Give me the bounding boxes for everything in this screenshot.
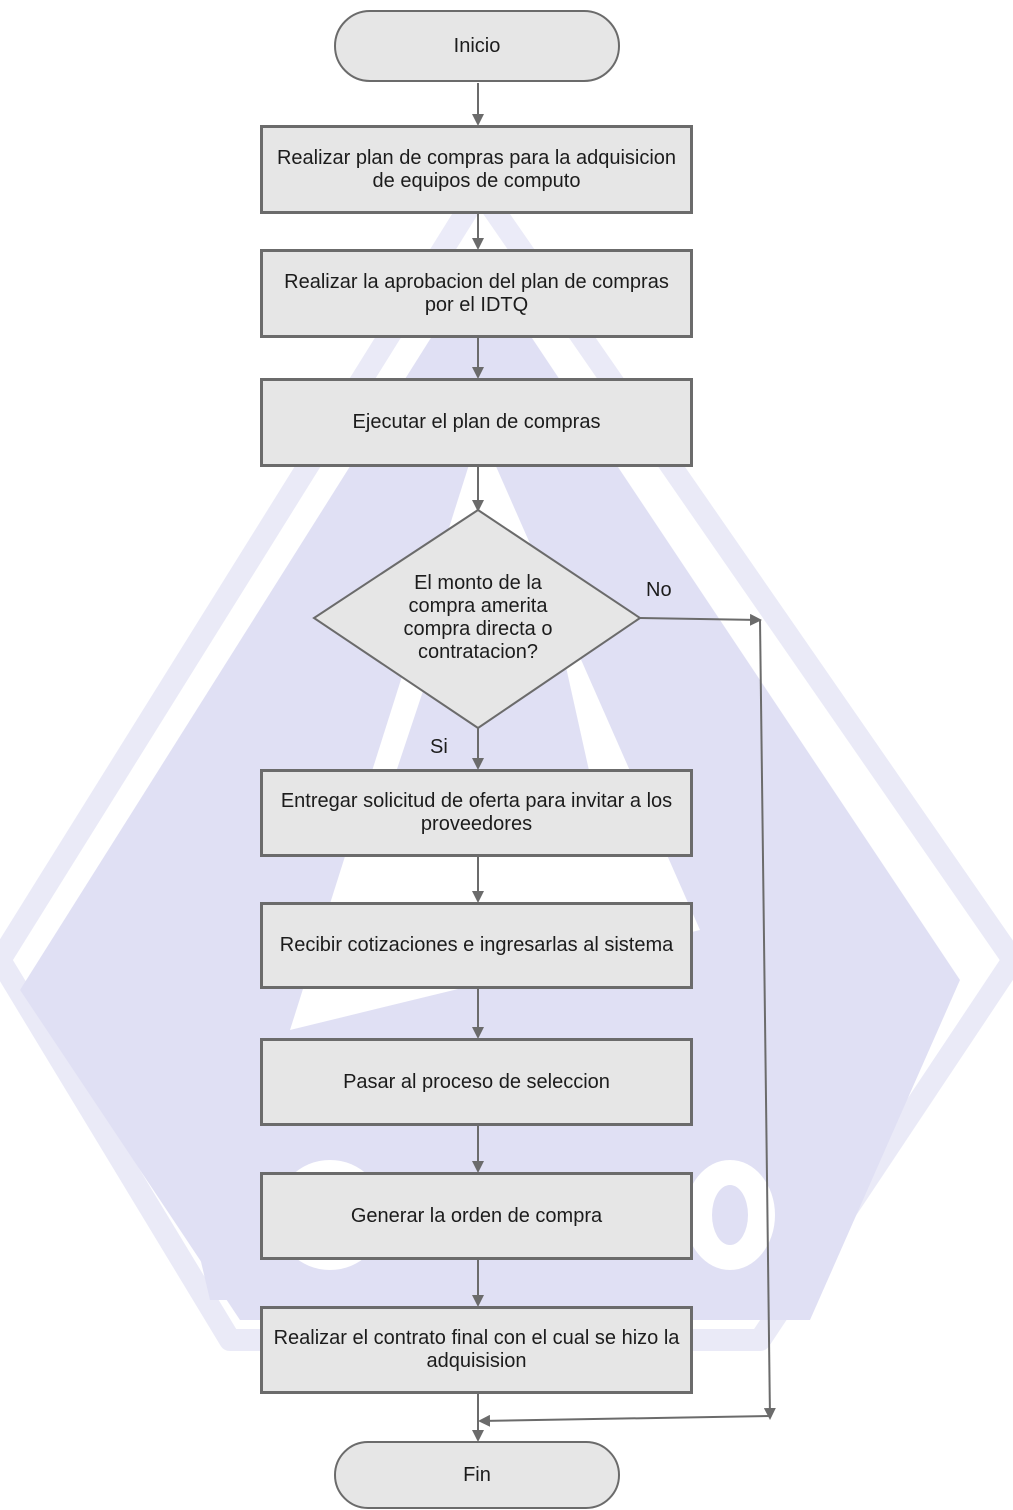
start-terminal: Inicio xyxy=(334,10,620,82)
process-step-7: Generar la orden de compra xyxy=(260,1172,693,1260)
process-step-8-label: Realizar el contrato final con el cual s… xyxy=(273,1327,680,1372)
process-step-4: Entregar solicitud de oferta para invita… xyxy=(260,769,693,857)
institution-logo-watermark-icon xyxy=(0,179,1013,1351)
process-step-5-label: Recibir cotizaciones e ingresarlas al si… xyxy=(279,934,674,956)
end-terminal: Fin xyxy=(334,1441,620,1509)
process-step-7-label: Generar la orden de compra xyxy=(350,1204,603,1227)
edge-label-no: No xyxy=(646,579,672,601)
process-step-2: Realizar la aprobacion del plan de compr… xyxy=(260,249,693,338)
process-step-3: Ejecutar el plan de compras xyxy=(260,378,693,467)
process-step-1: Realizar plan de compras para la adquisi… xyxy=(260,125,693,214)
decision-diamond xyxy=(312,508,642,730)
end-label: Fin xyxy=(463,1463,491,1486)
process-step-2-label: Realizar la aprobacion del plan de compr… xyxy=(284,270,669,316)
decision-label: El monto de la compra amerita compra dir… xyxy=(403,572,553,663)
start-label: Inicio xyxy=(453,34,501,57)
edge-no-return xyxy=(478,1414,771,1427)
edge-label-yes: Si xyxy=(430,736,448,758)
process-step-4-label: Entregar solicitud de oferta para invita… xyxy=(280,790,673,835)
edge-no-vertical xyxy=(759,619,776,1420)
process-step-5: Recibir cotizaciones e ingresarlas al si… xyxy=(260,902,693,989)
process-step-6: Pasar al proceso de seleccion xyxy=(260,1038,693,1126)
process-step-6-label: Pasar al proceso de seleccion xyxy=(343,1070,610,1093)
edge-no-horizontal xyxy=(639,613,762,626)
process-step-3-label: Ejecutar el plan de compras xyxy=(352,411,601,433)
connectors xyxy=(472,83,776,1442)
process-step-1-label: Realizar plan de compras para la adquisi… xyxy=(276,146,677,192)
process-step-8: Realizar el contrato final con el cual s… xyxy=(260,1306,693,1394)
